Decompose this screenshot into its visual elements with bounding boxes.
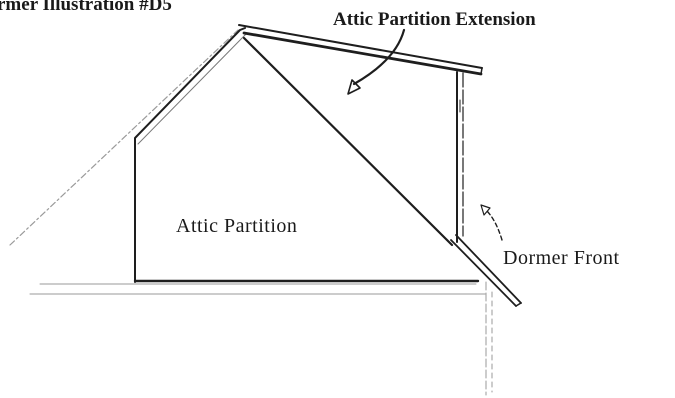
eave-rafter-top (450, 239, 517, 307)
dormer-roof-bottom (242, 31, 483, 76)
outer-roof-slope (9, 29, 239, 246)
eave-rafter-end (515, 302, 522, 307)
dormer-roof-top (238, 24, 483, 69)
attic-partition-label: Attic Partition (176, 215, 297, 237)
dormer-front-label: Dormer Front (503, 247, 620, 269)
eave-rafter-bottom (455, 234, 522, 304)
dormer-front-arrow (485, 209, 503, 241)
extension-arrowhead (347, 79, 361, 95)
attic-partition-extension-label: Attic Partition Extension (333, 9, 536, 30)
figure-title: rmer Illustration #D5 (0, 0, 172, 15)
attic-partition-inner-edge (137, 32, 248, 145)
attic-partition-diagonal (242, 36, 454, 247)
dormer-front-arrowhead (480, 204, 491, 216)
attic-partition-outline (134, 27, 246, 283)
dormer-roof-end (480, 67, 483, 75)
